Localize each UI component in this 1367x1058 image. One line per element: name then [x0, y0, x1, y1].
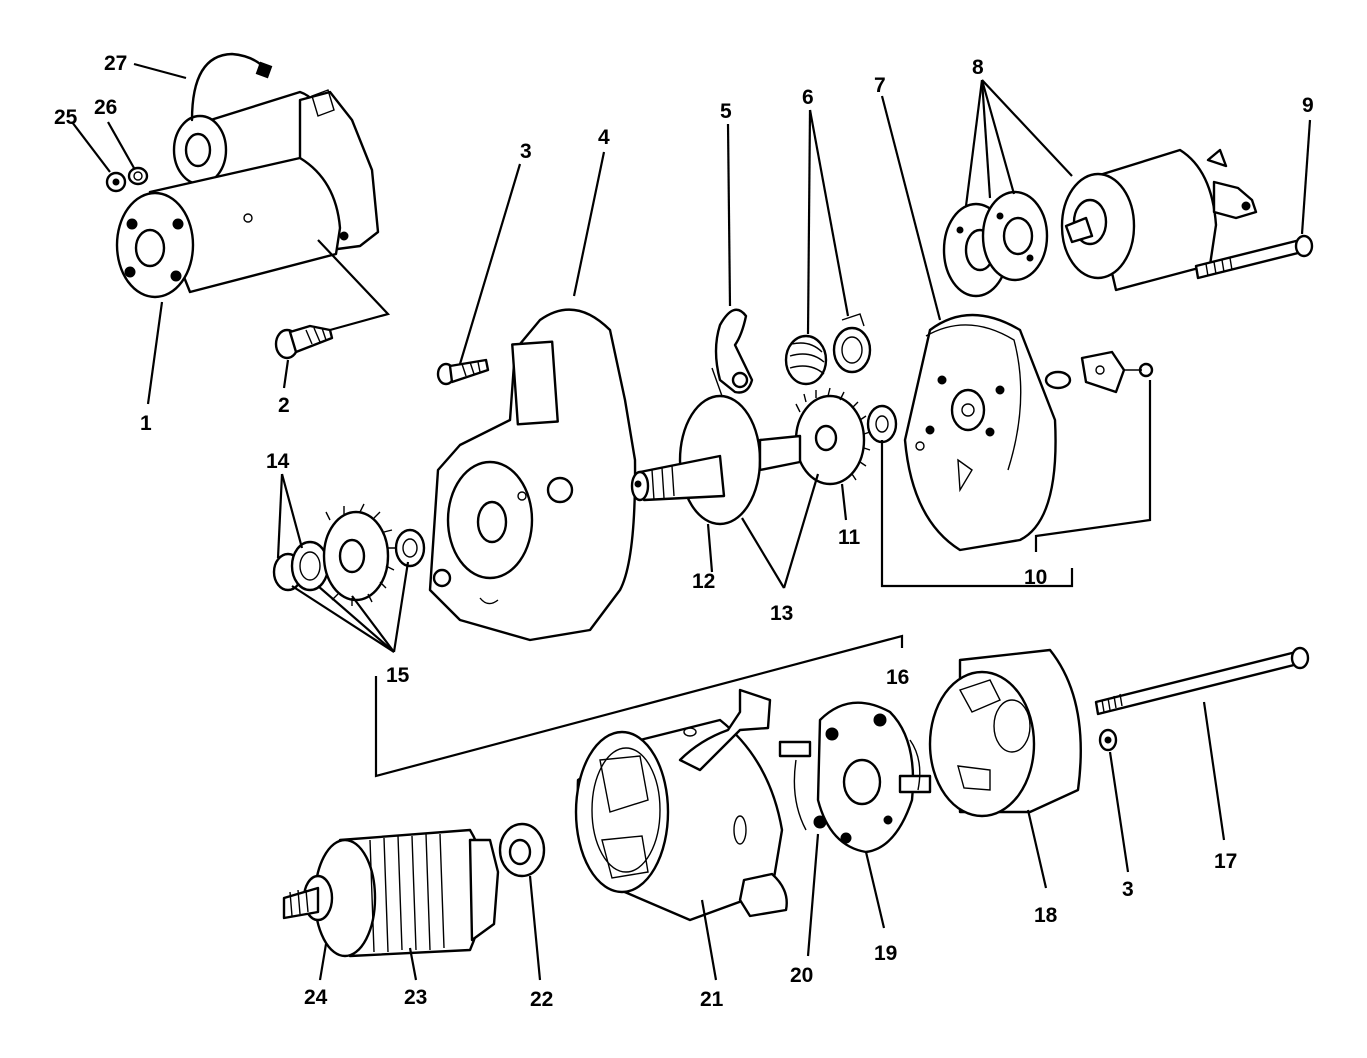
nut-25	[105, 171, 127, 193]
washer-26	[127, 166, 149, 186]
callout-17: 17	[1214, 850, 1237, 873]
bearing-22	[498, 822, 546, 878]
callout-7: 7	[874, 74, 886, 97]
callout-16: 16	[886, 666, 909, 689]
through-bolt-9	[1194, 234, 1314, 280]
callout-18: 18	[1034, 904, 1058, 927]
callout-1: 1	[140, 412, 152, 435]
retainer-clip-10b	[1044, 350, 1154, 394]
drive-end-housing-4	[428, 308, 637, 642]
callout-27: 27	[104, 52, 127, 75]
gasket-plates-8	[942, 190, 1049, 298]
callout-21: 21	[700, 988, 724, 1011]
gear-11	[794, 387, 871, 486]
callout-9: 9	[1302, 94, 1314, 117]
callout-24: 24	[304, 986, 328, 1009]
intermediate-plate-7	[903, 313, 1057, 552]
shift-lever-5	[711, 308, 754, 397]
through-bolt-17	[1094, 646, 1310, 716]
callout-19: 19	[874, 942, 897, 965]
drive-shaft-12	[630, 394, 802, 526]
solenoid-8	[1060, 148, 1258, 292]
callout-13: 13	[770, 602, 793, 625]
callout-8: 8	[972, 56, 984, 79]
end-cover-18	[928, 648, 1082, 818]
callout-20: 20	[790, 964, 813, 987]
callout-3-lower: 3	[1122, 878, 1134, 901]
pinion-assembly-15	[272, 503, 426, 606]
callout-11: 11	[838, 526, 861, 549]
leader-lines	[71, 62, 1312, 981]
screw-3-upper	[436, 358, 490, 386]
callout-10: 10	[1024, 566, 1047, 589]
armature-23	[282, 828, 500, 958]
callout-26: 26	[94, 96, 117, 119]
callout-3-upper: 3	[520, 140, 532, 163]
mounting-bolt-2	[274, 324, 334, 360]
callout-labels: 27 25 26 1 2 3 4 5 6 7 8 9 14 15 12 13 1…	[54, 52, 1314, 1011]
washer-10a	[866, 404, 898, 444]
callout-12: 12	[692, 570, 715, 593]
callout-4: 4	[598, 126, 610, 149]
callout-23: 23	[404, 986, 427, 1009]
spring-and-retainer-6	[784, 313, 872, 386]
screw-3-lower	[1098, 728, 1118, 752]
callout-6: 6	[802, 86, 814, 109]
callout-5: 5	[720, 100, 732, 123]
assembled-starter-motor	[115, 52, 380, 299]
field-frame-21	[574, 688, 788, 922]
brush-holder-19	[778, 701, 932, 854]
callout-15: 15	[386, 664, 410, 687]
callout-22: 22	[530, 988, 553, 1011]
callout-2: 2	[278, 394, 290, 417]
callout-14: 14	[266, 450, 290, 473]
callout-25: 25	[54, 106, 78, 129]
